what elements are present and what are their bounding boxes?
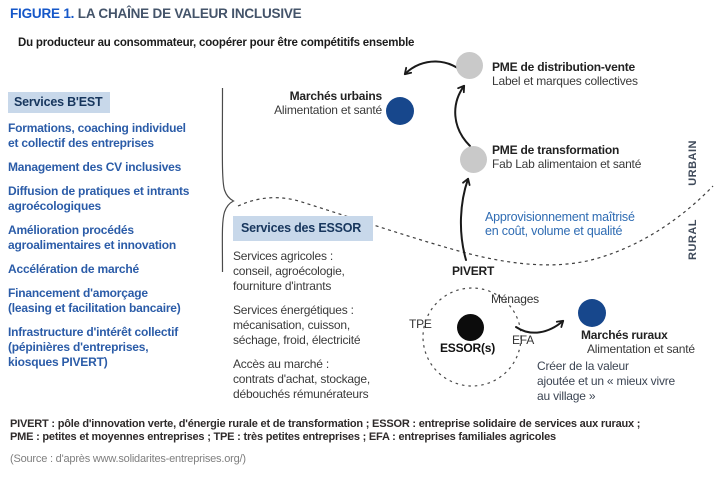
pivert-label: PIVERT: [452, 264, 495, 278]
tpe-label: TPE: [409, 317, 432, 331]
services-essor-item: Services agricoles : conseil, agroécolog…: [233, 249, 345, 293]
figure-title-text: LA CHAÎNE DE VALEUR INCLUSIVE: [74, 6, 302, 21]
services-best-item: Amélioration procédés agroalimentaires e…: [8, 223, 177, 252]
services-best-item: Financement d'amorçage (leasing et facil…: [8, 286, 181, 315]
services-essor-panel: Services des ESSOR Services agricoles : …: [233, 216, 383, 411]
rural-market-subtitle: Alimentation et santé: [587, 342, 695, 356]
figure-number-label: FIGURE 1.: [10, 6, 75, 21]
source-note: (Source : d'après www.solidarites-entrep…: [10, 453, 246, 465]
arrow-transformation-to-distribution: [454, 84, 471, 147]
services-essor-title: Services des ESSOR: [233, 216, 374, 241]
diagram-subtitle: Du producteur au consommateur, coopérer …: [18, 37, 415, 49]
value-creation-annotation: Créer de la valeur ajoutée et un « mieux…: [537, 359, 676, 403]
rural-axis-label: RURAL: [687, 219, 699, 260]
urban-market-node: [386, 97, 414, 125]
urbain-axis-label: URBAIN: [687, 140, 699, 186]
services-best-item: Management des CV inclusives: [8, 160, 182, 174]
pme-distribution-node: [456, 52, 483, 79]
services-essor-item: Accès au marché : contrats d'achat, stoc…: [233, 357, 370, 401]
services-essor-item: Services énergétiques : mécanisation, cu…: [233, 303, 361, 347]
arrow-essor-to-rural-market: [515, 319, 565, 334]
essor-node-label: ESSOR(s): [440, 341, 496, 355]
rural-market-node: [578, 299, 606, 327]
urban-market-title: Marchés urbains: [289, 89, 383, 103]
pme-transformation-label: PME de transformation Fab Lab alimentaio…: [492, 143, 641, 171]
urban-market-subtitle: Alimentation et santé: [274, 103, 382, 117]
abbreviations-legend: PIVERT : pôle d'innovation verte, d'éner…: [10, 418, 641, 443]
services-best-item: Accélération de marché: [8, 262, 139, 276]
services-best-item: Infrastructure d'intérêt collectif (pépi…: [8, 325, 179, 369]
pme-distribution-subtitle: Label et marques collectives: [492, 74, 638, 88]
pme-transformation-node: [460, 146, 487, 173]
urban-market-label: Marchés urbains Alimentation et santé: [252, 89, 382, 117]
pme-distribution-label: PME de distribution-vente Label et marqu…: [492, 60, 638, 88]
rural-market-title: Marchés ruraux: [581, 328, 668, 342]
menages-label: Ménages: [491, 292, 539, 306]
supply-annotation: Approvisionnement maîtrisé en coût, volu…: [485, 210, 635, 238]
pme-transformation-subtitle: Fab Lab alimentaion et santé: [492, 157, 642, 171]
services-best-item: Formations, coaching individuel et colle…: [8, 121, 186, 150]
essor-node: [457, 314, 484, 341]
services-best-panel: Services B'EST Formations, coaching indi…: [8, 92, 230, 379]
pme-transformation-title: PME de transformation: [492, 143, 620, 157]
rural-market-label: Marchés ruraux Alimentation et santé: [581, 328, 695, 356]
services-best-item: Diffusion de pratiques et intrants agroé…: [8, 184, 190, 213]
services-best-title: Services B'EST: [8, 92, 111, 113]
arrow-rural-to-transformation: [459, 177, 471, 261]
efa-label: EFA: [512, 333, 535, 347]
figure-title: FIGURE 1. LA CHAÎNE DE VALEUR INCLUSIVE: [10, 6, 302, 21]
pme-distribution-title: PME de distribution-vente: [492, 60, 636, 74]
